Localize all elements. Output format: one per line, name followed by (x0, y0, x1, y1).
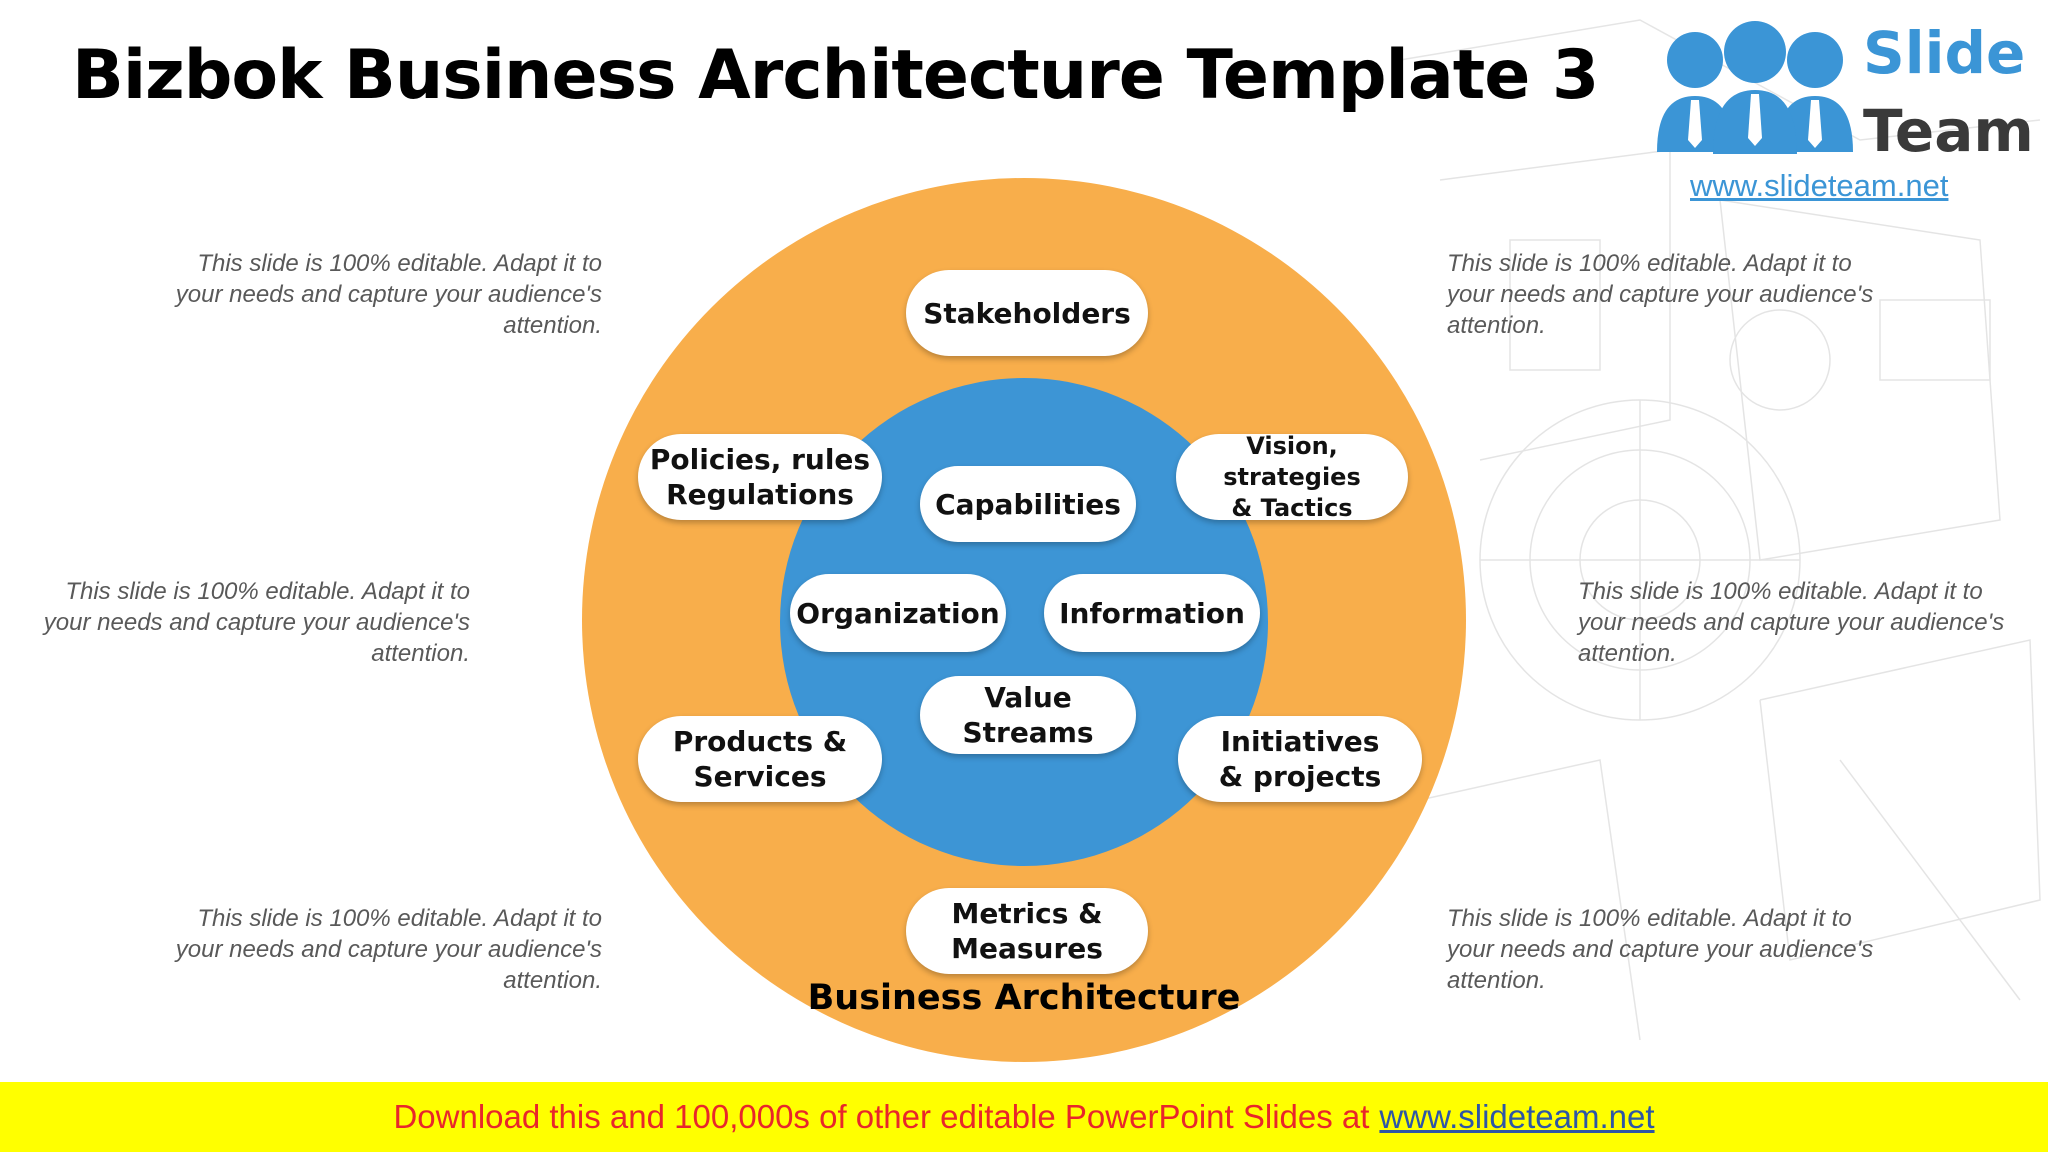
person-center (1713, 21, 1797, 154)
logo-word-slide: Slide (1863, 19, 2026, 87)
note-mid-left: This slide is 100% editable. Adapt it to… (43, 578, 470, 667)
note-bottom-left: This slide is 100% editable. Adapt it to… (175, 905, 602, 994)
pill-information: Information (1044, 574, 1260, 652)
note-top-left: This slide is 100% editable. Adapt it to… (175, 250, 602, 339)
pill-organization: Organization (790, 574, 1006, 652)
pill-vision-strategies-tactics: Vision, strategies & Tactics (1176, 432, 1408, 522)
logo-word-team: Team (1863, 97, 2034, 165)
pill-value-streams: Value Streams (920, 676, 1136, 754)
note-mid-right: This slide is 100% editable. Adapt it to… (1578, 578, 2005, 667)
pill-metrics-measures: Metrics & Measures (906, 888, 1148, 974)
pill-stakeholders: Stakeholders (906, 270, 1148, 356)
pill-capabilities: Capabilities (920, 466, 1136, 542)
slideteam-logo: Slide Team www.slideteam.net (1655, 12, 2035, 212)
people-icon (1657, 21, 1853, 154)
pill-policies-rules-regulations: Policies, rules Regulations (638, 434, 882, 520)
logo-url-link[interactable]: www.slideteam.net (1690, 168, 1949, 203)
note-top-right: This slide is 100% editable. Adapt it to… (1447, 250, 1874, 339)
pill-initiatives-projects: Initiatives & projects (1178, 716, 1422, 802)
business-architecture-label: Business Architecture (807, 978, 1241, 1018)
footer-link[interactable]: www.slideteam.net (1379, 1098, 1655, 1135)
footer-banner: Download this and 100,000s of other edit… (0, 1082, 2048, 1152)
footer-text: Download this and 100,000s of other edit… (393, 1098, 1370, 1135)
blueprint-background (1399, 19, 2041, 1041)
pill-products-services: Products & Services (638, 716, 882, 802)
note-bottom-right: This slide is 100% editable. Adapt it to… (1447, 905, 1874, 994)
page-title: Bizbok Business Architecture Template 3 (72, 36, 1599, 115)
